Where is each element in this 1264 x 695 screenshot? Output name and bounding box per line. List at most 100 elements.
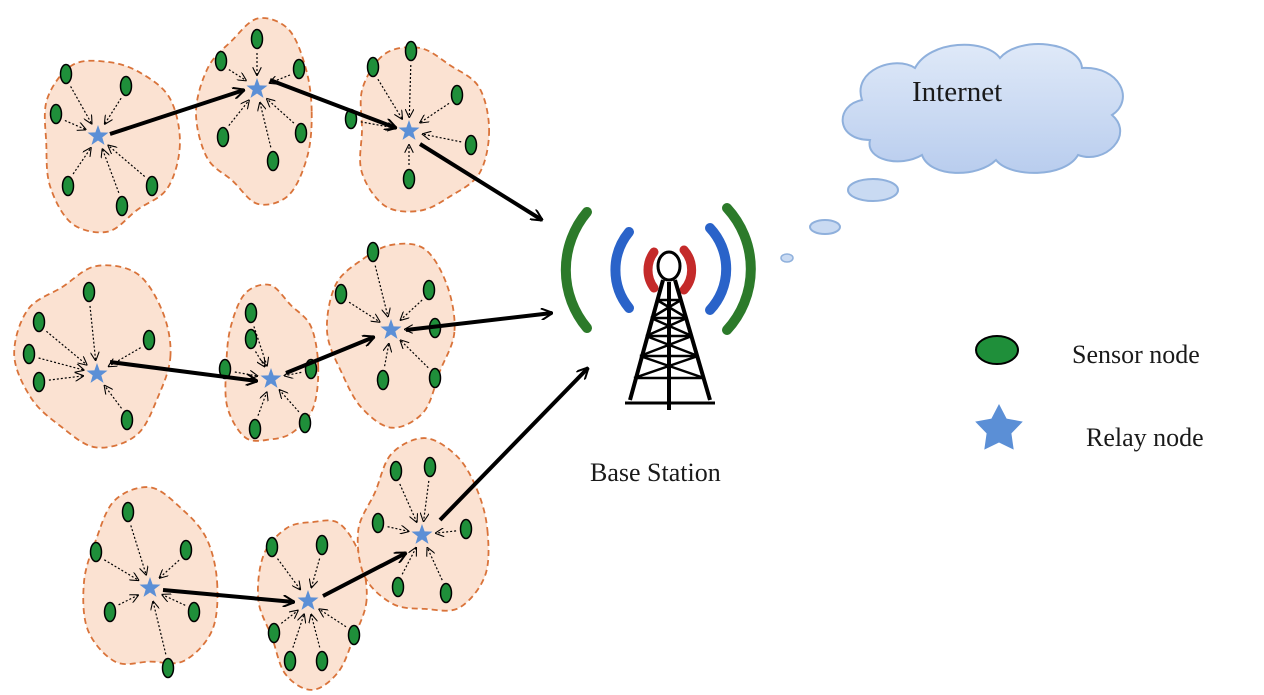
sensor-node-icon: [389, 460, 403, 482]
multi-hop-arrow: [162, 588, 294, 602]
sensor-node-icon: [283, 650, 297, 672]
sensor-node-icon: [371, 512, 385, 534]
sensor-node-icon: [244, 302, 258, 324]
sensor-node-icon: [423, 456, 437, 478]
legend-sensor-icon: [975, 335, 1019, 365]
sensor-node-icon: [266, 150, 280, 172]
sensor-link: [280, 390, 300, 413]
legend-relay-icon: [975, 404, 1023, 450]
sensor-node-icon: [250, 28, 264, 50]
sensor-link: [89, 305, 96, 360]
sensor-node-icon: [244, 328, 258, 350]
sensor-link: [401, 299, 423, 320]
relay-node-icon: [398, 120, 420, 140]
sensor-cluster: [82, 486, 219, 679]
sensor-link: [401, 548, 416, 575]
internet-label: Internet: [912, 76, 1002, 108]
sensor-node-icon: [142, 329, 156, 351]
multi-hop-arrow: [438, 368, 588, 522]
sensor-cluster: [195, 17, 313, 206]
sensor-link: [160, 559, 180, 578]
sensor-link: [253, 326, 267, 365]
sensor-node-icon: [404, 40, 418, 62]
sensor-node-icon: [315, 534, 329, 556]
sensor-link: [162, 595, 186, 606]
sensor-node-icon: [450, 84, 464, 106]
sensor-node-icon: [82, 281, 96, 303]
sensor-link: [285, 372, 302, 375]
multi-hop-arrow: [322, 551, 406, 598]
multi-hop-arrow: [285, 337, 374, 375]
sensor-node-icon: [59, 63, 73, 85]
sensor-node-icon: [265, 536, 279, 558]
multi-hop-arrow: [405, 313, 552, 332]
relay-node-icon: [87, 125, 109, 145]
sensor-link: [387, 527, 409, 532]
sensor-cluster: [43, 59, 181, 234]
cluster-boundary: [82, 486, 219, 665]
sensor-link: [423, 134, 462, 143]
sensor-node-icon: [120, 409, 134, 431]
sensor-link: [257, 392, 267, 416]
sensor-link: [311, 558, 321, 588]
relay-node-icon: [411, 524, 433, 544]
cluster-boundary: [356, 437, 490, 612]
sensor-cluster: [218, 283, 320, 442]
legend: Sensor node Relay node: [975, 335, 1204, 452]
sensor-node-icon: [248, 418, 262, 440]
multi-hop-arrow: [418, 142, 542, 220]
sensor-node-icon: [32, 311, 46, 333]
cloud-icon: [780, 43, 1124, 263]
sensor-link: [280, 611, 298, 624]
cluster-boundary: [43, 59, 181, 234]
sensor-node-icon: [294, 122, 308, 144]
sensor-node-icon: [119, 75, 133, 97]
sensor-node-icon: [115, 195, 129, 217]
relay-node-icon: [246, 78, 268, 98]
sensor-link: [420, 102, 450, 122]
legend-sensor-label: Sensor node: [1072, 340, 1200, 369]
sensor-link: [427, 548, 443, 581]
antenna-tower-icon: [560, 203, 756, 410]
sensor-node-icon: [334, 283, 348, 305]
relay-node-icon: [380, 319, 402, 339]
multi-hop-arrow: [269, 78, 396, 128]
relay-node-icon: [86, 363, 108, 383]
sensor-node-icon: [422, 279, 436, 301]
sensor-link: [153, 602, 167, 655]
sensor-node-icon: [267, 622, 281, 644]
sensor-cluster: [13, 264, 172, 449]
sensor-link: [424, 480, 430, 521]
sensor-node-icon: [366, 56, 380, 78]
sensor-node-icon: [366, 241, 380, 263]
sensor-node-icon: [214, 50, 228, 72]
sensor-link: [48, 376, 83, 380]
sensor-link: [374, 265, 388, 317]
sensor-node-icon: [161, 657, 175, 679]
sensor-node-icon: [121, 501, 135, 523]
sensor-node-icon: [298, 412, 312, 434]
relay-node-icon: [139, 577, 161, 597]
sensor-node-icon: [391, 576, 405, 598]
sensor-link: [228, 69, 246, 81]
sensor-node-icon: [61, 175, 75, 197]
sensor-node-icon: [428, 367, 442, 389]
sensor-link: [311, 615, 321, 648]
sensor-node-icon: [315, 650, 329, 672]
multi-hop-arrow: [109, 360, 257, 381]
sensor-cluster: [326, 241, 456, 429]
sensor-link: [409, 64, 411, 117]
multi-hop-arrow: [109, 90, 244, 136]
sensor-link: [103, 559, 138, 580]
sensor-node-icon: [216, 126, 230, 148]
sensor-link: [130, 525, 146, 574]
sensor-cluster: [257, 519, 368, 691]
sensor-node-icon: [187, 601, 201, 623]
sensor-link: [254, 351, 265, 367]
sensor-node-icon: [32, 371, 46, 393]
sensor-node-icon: [459, 518, 473, 540]
legend-relay-label: Relay node: [1086, 423, 1204, 452]
hops-layer: [109, 78, 588, 602]
sensor-node-icon: [402, 168, 416, 190]
